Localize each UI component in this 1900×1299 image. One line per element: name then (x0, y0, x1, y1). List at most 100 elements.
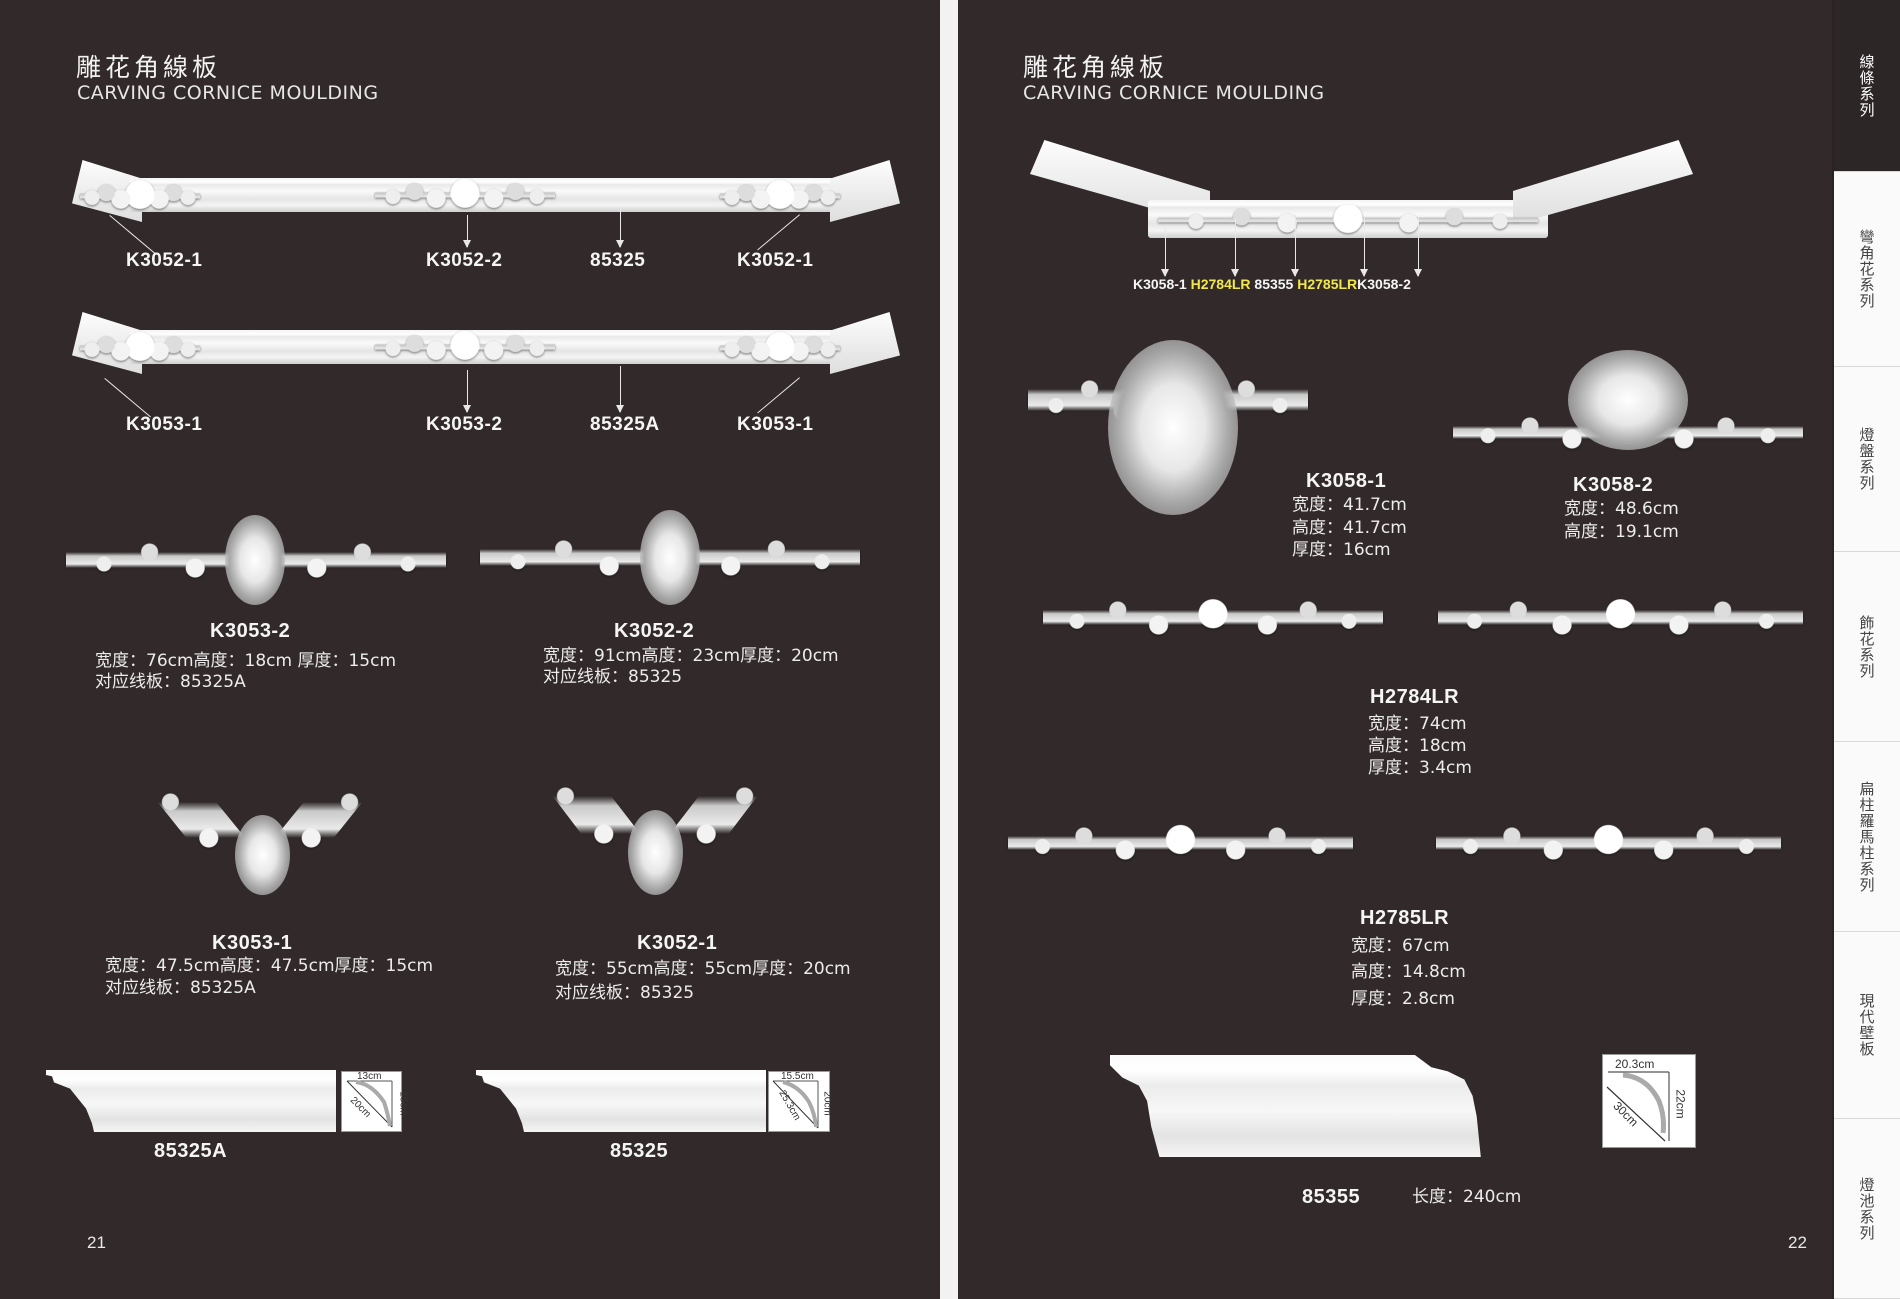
product-code: K3053-1 (212, 932, 293, 954)
part-label: 85325 (590, 250, 646, 271)
part-label-highlight: H2784LR (1190, 276, 1251, 292)
tab-label: 現代壁板 (1857, 993, 1876, 1057)
page-title-zh: 雕花角線板 (1023, 53, 1169, 82)
assembly-labels: K3058-1 H2784LR 85355 H2785LRK3058-2 (1133, 276, 1411, 292)
product-length: 长度：240cm (1412, 1187, 1522, 1207)
tab-label: 線條系列 (1857, 53, 1876, 118)
product-spec: 宽度：41.7cm (1292, 495, 1407, 515)
carving-ornament (1158, 205, 1538, 235)
ornament-center (628, 810, 683, 895)
profile-shape-icon (772, 1080, 819, 1129)
product-spec: 高度：41.7cm (1292, 518, 1407, 538)
tab-label: 燈池系列 (1857, 1176, 1876, 1241)
profile-shape-icon (1606, 1071, 1670, 1142)
product-code: K3052-1 (637, 932, 718, 954)
carving-ornament (720, 180, 840, 212)
carving-ornament (80, 332, 200, 364)
carving-ornament (375, 330, 555, 364)
product-code: 85325 (610, 1140, 669, 1162)
page-title-en: CARVING CORNICE MOULDING (77, 82, 379, 104)
product-match: 对应线板：85325A (105, 978, 256, 998)
section-tabs: 線條系列 彎角花系列 燈盤系列 飾花系列 扁柱羅馬柱系列 現代壁板 燈池系列 (1834, 0, 1900, 1299)
pointer-arrow (463, 215, 471, 248)
corner-piece-right (1513, 140, 1693, 225)
page-gutter (940, 0, 958, 1299)
pointer-arrow (1231, 218, 1239, 277)
carving-ornament (375, 178, 555, 212)
pointer-arrow (616, 208, 624, 248)
profile-diagram: 15.5cm 20cm 25.3cm (768, 1071, 833, 1132)
pointer-arrow (1360, 218, 1368, 277)
pointer-arrow (463, 370, 471, 413)
product-match: 对应线板：85325A (95, 672, 246, 692)
dim-side: 15cm (397, 1091, 409, 1116)
product-code: 85355 (1302, 1186, 1361, 1208)
product-code: K3053-2 (210, 620, 291, 642)
page-number: 21 (87, 1233, 106, 1252)
tab-corner-flower-series[interactable]: 彎角花系列 (1834, 172, 1900, 367)
dim-top: 15.5cm (781, 1071, 814, 1082)
product-spec: 宽度：91cm高度：23cm厚度：20cm (543, 646, 839, 666)
cornice-image (46, 1070, 336, 1132)
product-spec: 宽度：48.6cm (1564, 499, 1679, 519)
profile-diagram: 20.3cm 22cm 30cm (1602, 1054, 1696, 1148)
part-label: K3052-2 (426, 250, 503, 271)
profile-diagram: 13cm 15cm 20cm (341, 1071, 409, 1132)
part-label-highlight: H2785LR (1297, 276, 1358, 292)
page-21: 雕花角線板 CARVING CORNICE MOULDING K3052-1 K… (0, 0, 940, 1299)
page-number: 22 (1788, 1233, 1807, 1252)
part-label: K3052-1 (737, 250, 814, 271)
product-code: K3052-2 (614, 620, 695, 642)
tab-ornament-series[interactable]: 飾花系列 (1834, 552, 1900, 742)
product-spec: 厚度：3.4cm (1368, 758, 1472, 778)
page-22: 雕花角線板 CARVING CORNICE MOULDING K3058-1 H… (958, 0, 1832, 1299)
ornament-shell (1568, 350, 1688, 450)
tab-label: 飾花系列 (1857, 614, 1876, 679)
product-spec: 高度：14.8cm (1351, 962, 1466, 982)
tab-pilaster-column-series[interactable]: 扁柱羅馬柱系列 (1834, 742, 1900, 932)
part-label: K3053-1 (126, 414, 203, 435)
product-spec: 高度：19.1cm (1564, 522, 1679, 542)
profile-shape-icon (346, 1080, 393, 1128)
tab-lines-series[interactable]: 線條系列 (1834, 0, 1900, 172)
product-spec: 高度：18cm (1368, 736, 1467, 756)
pointer-arrow (1161, 228, 1169, 277)
pointer-line (109, 215, 156, 255)
tab-label: 扁柱羅馬柱系列 (1857, 780, 1876, 893)
part-label: 85355 (1254, 276, 1294, 292)
part-label: K3052-1 (126, 250, 203, 271)
pointer-line (757, 214, 800, 251)
product-code: 85325A (154, 1140, 228, 1162)
product-spec: 宽度：55cm高度：55cm厚度：20cm (555, 959, 851, 979)
product-code: K3058-1 (1306, 470, 1387, 492)
tab-ceiling-medallion-series[interactable]: 燈盤系列 (1834, 367, 1900, 552)
page-title-zh: 雕花角線板 (76, 53, 222, 82)
product-spec: 厚度：2.8cm (1351, 989, 1455, 1009)
product-spec: 宽度：67cm (1351, 936, 1450, 956)
tab-ceiling-recess-series[interactable]: 燈池系列 (1834, 1119, 1900, 1299)
product-match: 对应线板：85325 (555, 983, 695, 1003)
ornament-right (1436, 808, 1781, 878)
product-spec: 宽度：76cm高度：18cm 厚度：15cm (95, 651, 397, 671)
ornament-center (225, 515, 285, 605)
cornice-image (476, 1070, 766, 1132)
pointer-line (104, 378, 151, 418)
product-code: H2784LR (1370, 686, 1460, 708)
cornice-image (1110, 1055, 1481, 1157)
tab-label: 彎角花系列 (1857, 229, 1876, 309)
product-spec: 宽度：47.5cm高度：47.5cm厚度：15cm (105, 956, 434, 976)
product-code: H2785LR (1360, 907, 1450, 929)
carving-ornament (720, 332, 840, 364)
pointer-arrow (1291, 215, 1299, 277)
dim-side: 20cm (821, 1091, 833, 1116)
ornament-left (1008, 808, 1353, 878)
pointer-line (757, 377, 800, 414)
tab-label: 燈盤系列 (1857, 427, 1876, 491)
ornament-left (1043, 580, 1383, 655)
page-title-en: CARVING CORNICE MOULDING (1023, 82, 1325, 104)
pointer-arrow (616, 366, 624, 413)
ornament-shell (1108, 340, 1238, 515)
tab-modern-wall-panel[interactable]: 現代壁板 (1834, 932, 1900, 1119)
part-label: K3053-2 (426, 414, 503, 435)
part-label: K3053-1 (737, 414, 814, 435)
